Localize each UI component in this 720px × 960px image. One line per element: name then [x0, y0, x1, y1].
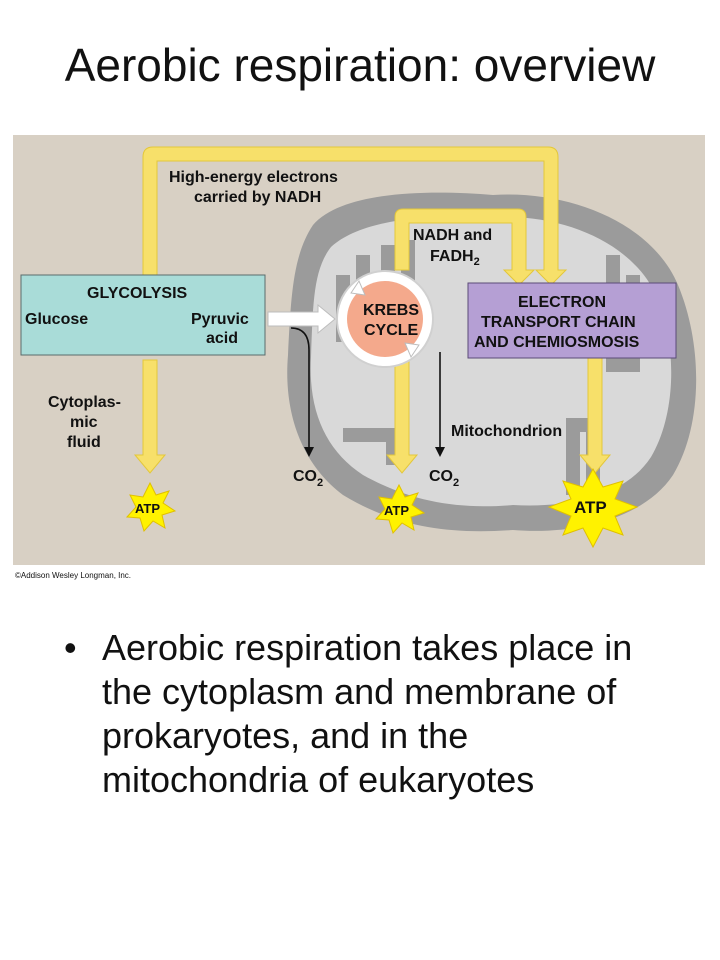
respiration-diagram: GLYCOLYSIS Glucose Pyruvic acid KREBS CY…	[13, 135, 705, 585]
etc-label-3: AND CHEMIOSMOSIS	[474, 334, 640, 351]
high-energy-label-2: carried by NADH	[194, 189, 321, 206]
co2-arrowhead-1	[304, 447, 314, 457]
cytoplasmic-label-1: Cytoplas-	[48, 394, 121, 411]
nadh-label: NADH and	[413, 227, 492, 244]
pyruvic-label-2: acid	[206, 330, 238, 347]
glycolysis-label: GLYCOLYSIS	[87, 285, 188, 302]
copyright-text: ©Addison Wesley Longman, Inc.	[15, 571, 131, 580]
atp-star-small-1	[125, 481, 177, 532]
atp-label-1: ATP	[135, 501, 160, 516]
etc-box	[467, 282, 677, 359]
glycolysis-box	[20, 274, 266, 356]
pyruvate-arrow	[267, 303, 336, 335]
co2-arrows	[290, 327, 441, 450]
etc-label-1: ELECTRON	[518, 294, 606, 311]
co2-arrowhead-2	[435, 447, 445, 457]
bullet-list: • Aerobic respiration takes place in the…	[64, 626, 664, 802]
bullet-marker: •	[64, 627, 77, 668]
cytoplasmic-label-3: fluid	[67, 434, 101, 451]
pyruvic-label-1: Pyruvic	[191, 311, 249, 328]
co2-label-1: CO2	[293, 468, 323, 489]
atp-star-small-2	[374, 483, 426, 534]
co2-label-2: CO2	[429, 468, 459, 489]
electron-arrows	[133, 146, 612, 474]
glucose-label: Glucose	[25, 311, 88, 328]
atp-star-large	[547, 467, 639, 549]
fadh-label: FADH2	[430, 248, 480, 268]
atp-label-2: ATP	[384, 503, 409, 518]
bullet-item: Aerobic respiration takes place in the c…	[102, 627, 633, 800]
slide-title: Aerobic respiration: overview	[64, 39, 656, 91]
cytoplasmic-label-2: mic	[70, 414, 98, 431]
krebs-cycle	[336, 270, 434, 368]
atp-label-3: ATP	[574, 498, 607, 517]
etc-label-2: TRANSPORT CHAIN	[481, 314, 636, 331]
krebs-label-1: KREBS	[363, 302, 419, 319]
mitochondrion-label: Mitochondrion	[451, 423, 562, 440]
high-energy-label-1: High-energy electrons	[169, 169, 338, 186]
krebs-label-2: CYCLE	[364, 322, 419, 339]
